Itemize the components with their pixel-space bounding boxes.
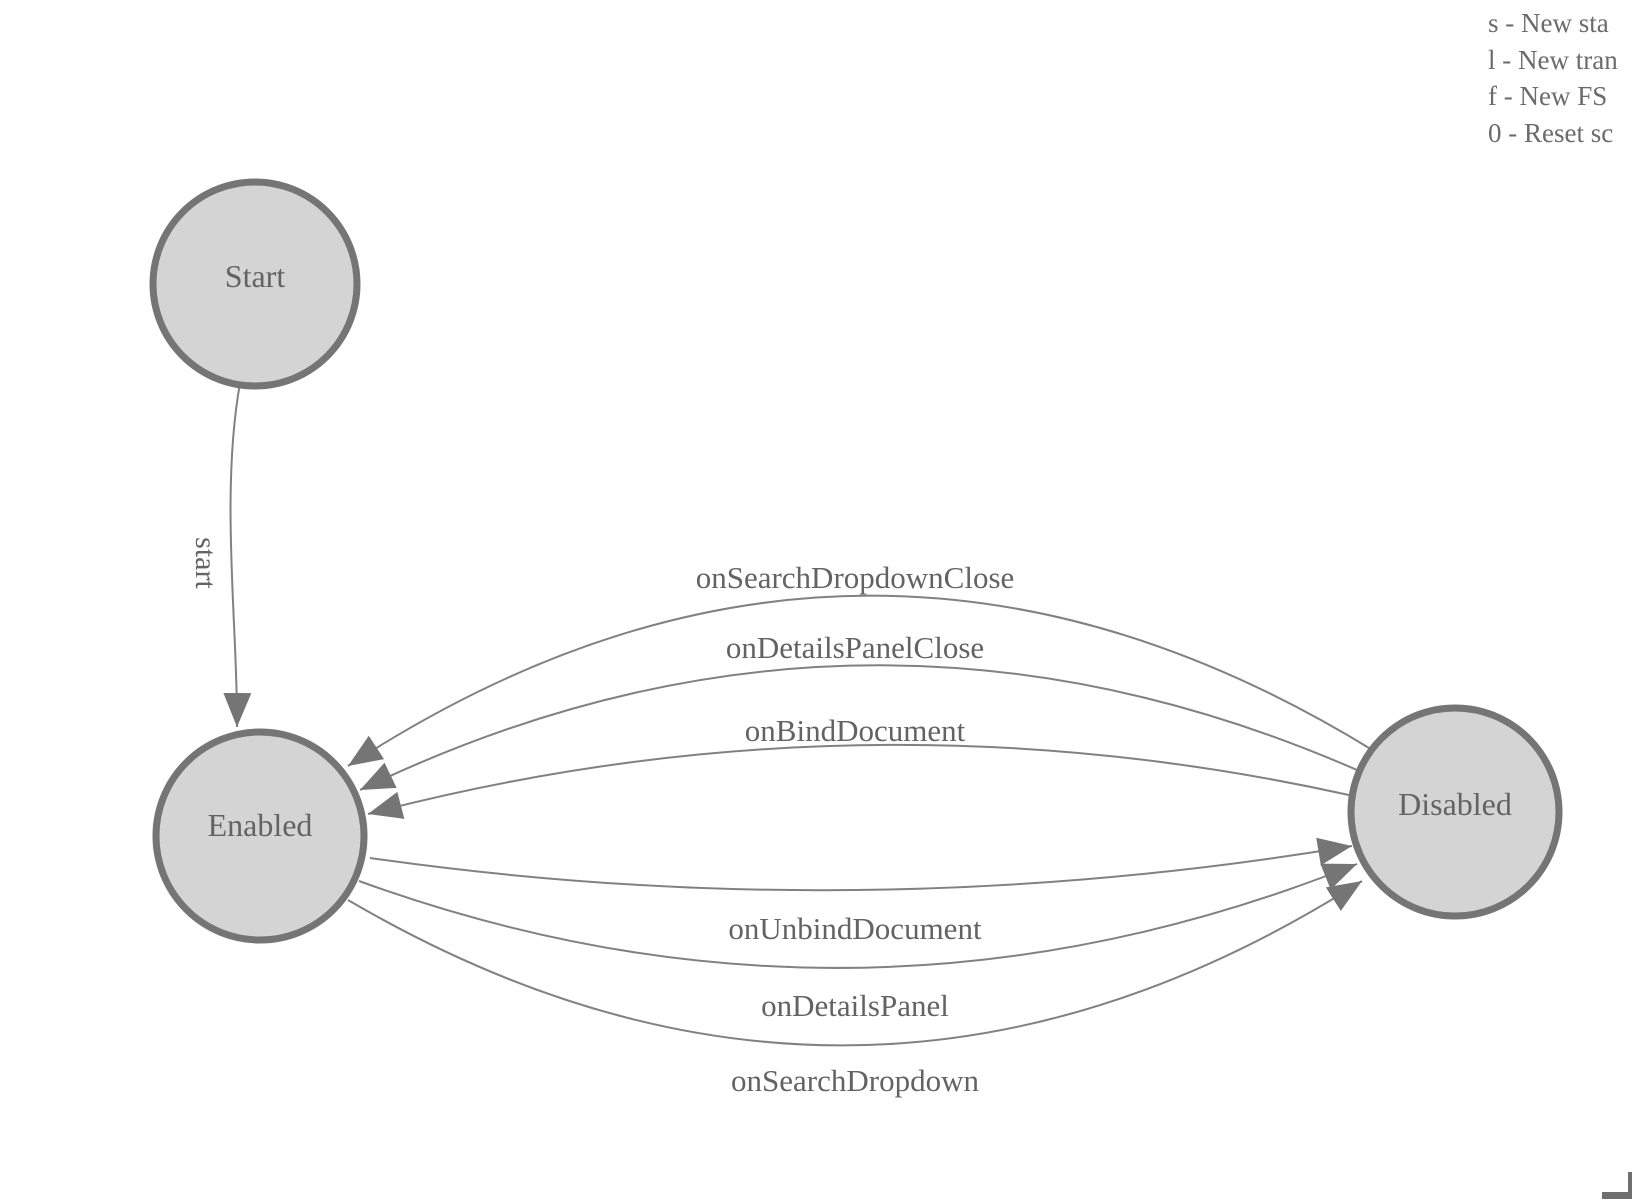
transition-edge-start [223, 382, 252, 728]
shortcut-legend: s - New sta l - New tran f - New FS 0 - … [1488, 8, 1618, 148]
transition-edge-ondetailspanel [358, 863, 1358, 969]
state-node-enabled[interactable]: Enabled [152, 728, 368, 944]
transition-labels: start onSearchDropdownClose onDetailsPan… [189, 537, 1014, 1098]
transition-edge-onsearchdropdown [347, 880, 1363, 1047]
transition-edge-onbinddocument [367, 743, 1350, 819]
transition-label-onsearchdropdownclose: onSearchDropdownClose [696, 560, 1015, 595]
state-circle-start[interactable] [149, 178, 361, 390]
state-node-start[interactable]: Start [149, 178, 361, 390]
state-label-enabled: Enabled [208, 807, 313, 843]
transition-label-onbinddocument: onBindDocument [745, 713, 966, 748]
legend-line-new-state: s - New sta [1488, 8, 1609, 38]
transition-label-ondetailspanel: onDetailsPanel [761, 988, 949, 1023]
state-circle-disabled[interactable] [1347, 704, 1563, 920]
legend-line-reset-scale: 0 - Reset sc [1488, 118, 1613, 148]
state-label-disabled: Disabled [1398, 786, 1512, 822]
legend-line-new-transition: l - New tran [1488, 45, 1618, 75]
transition-label-onunbinddocument: onUnbindDocument [728, 911, 982, 946]
transition-label-onsearchdropdown: onSearchDropdown [731, 1063, 979, 1098]
transition-edges [223, 382, 1375, 1047]
frame-corner-horizontal-bar [1602, 1192, 1632, 1199]
transition-label-ondetailspanelclose: onDetailsPanelClose [726, 630, 984, 665]
state-node-disabled[interactable]: Disabled [1347, 704, 1563, 920]
transition-edge-ondetailspanelclose [359, 664, 1358, 791]
transition-edge-onsearchdropdownclose [347, 594, 1375, 767]
frame-corner [1602, 1172, 1632, 1199]
frame-corner-vertical-bar [1628, 1172, 1632, 1199]
transition-label-start: start [189, 537, 222, 589]
transition-edge-onunbinddocument [369, 837, 1353, 892]
state-circle-enabled[interactable] [152, 728, 368, 944]
state-label-start: Start [225, 258, 286, 294]
legend-line-new-fsm: f - New FS [1488, 81, 1607, 111]
